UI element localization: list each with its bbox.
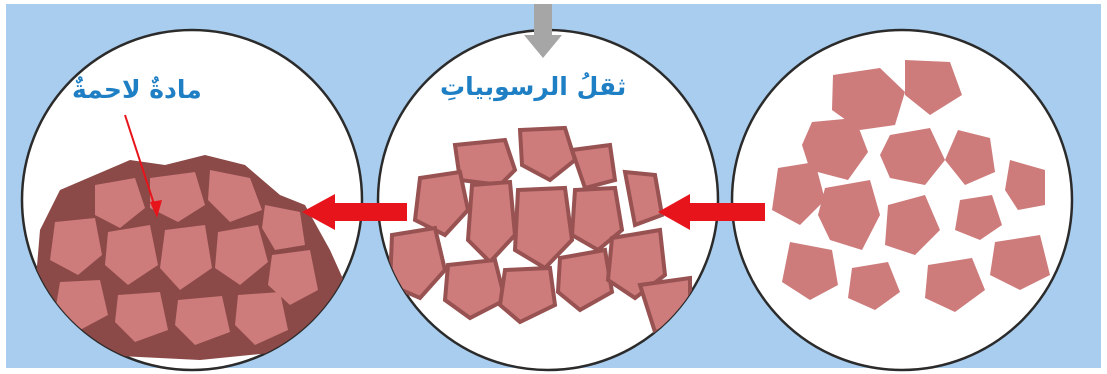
cement-label: مادةٌ لاحمةٌ [72, 75, 202, 104]
sediment-weight-label: ثقلُ الرسوبياتِ [440, 72, 626, 101]
